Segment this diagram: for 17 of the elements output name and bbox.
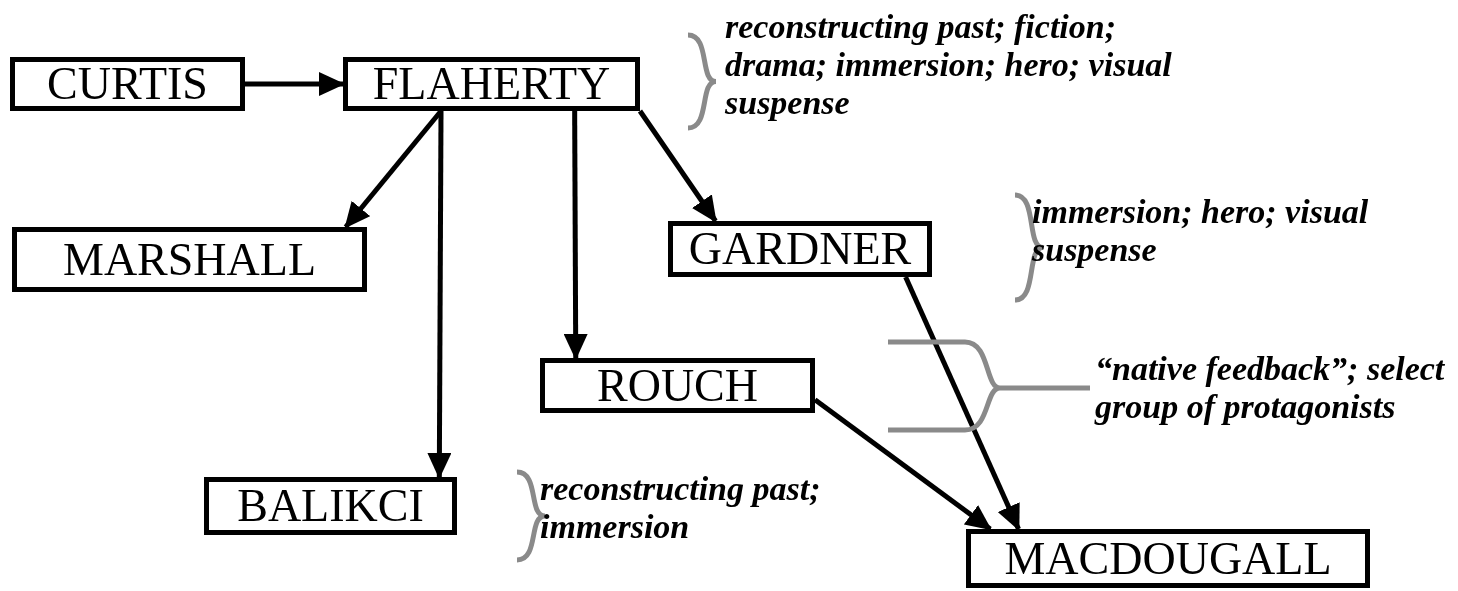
annotation-text: immersion; hero; visual suspense <box>1032 193 1370 269</box>
annotation-text: reconstructing past; fiction; drama; immersion; hero; visual suspense <box>725 8 1173 122</box>
name-box: CURTIS <box>10 57 245 111</box>
arrow <box>427 111 452 479</box>
name-box: ROUCH <box>540 358 815 413</box>
arrow <box>563 111 588 360</box>
arrow <box>813 397 992 531</box>
name-box: GARDNER <box>668 221 932 277</box>
name-box: BALIKCI <box>204 477 457 535</box>
annotation-text: reconstructing past; immersion <box>540 470 822 546</box>
name-box: FLAHERTY <box>343 57 640 111</box>
arrow <box>637 109 718 223</box>
arrow <box>903 276 1021 531</box>
arrow <box>245 72 345 96</box>
name-box: MARSHALL <box>12 227 367 292</box>
annotation-text: “native feedback”; select group of protagonists <box>1095 350 1445 426</box>
name-box: MACDOUGALL <box>966 529 1370 588</box>
